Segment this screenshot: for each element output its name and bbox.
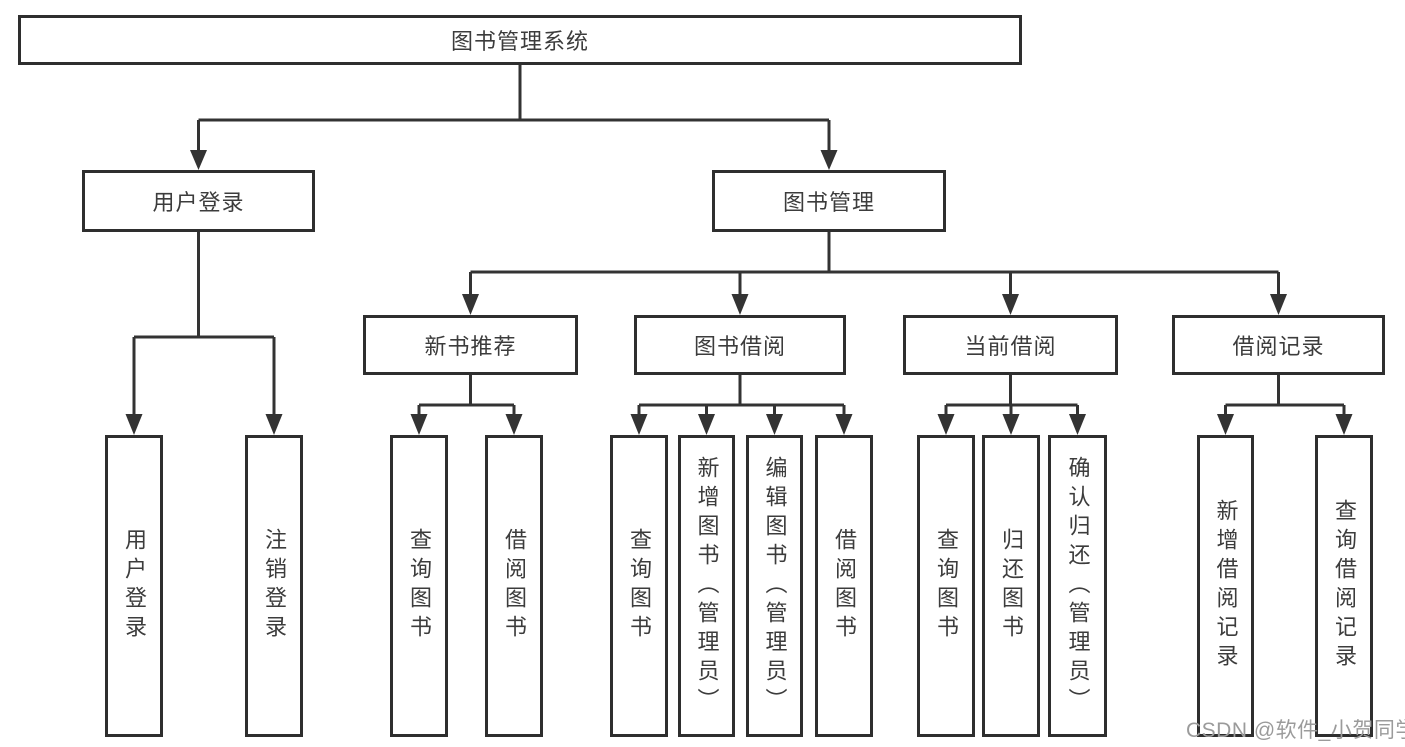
node-book-borrowing: 图书借阅: [634, 315, 846, 375]
leaf-edit-books-admin: 编辑图书（管理员）: [746, 435, 803, 737]
leaf-borrow-books-label: 借阅图书: [832, 528, 857, 644]
leaf-logout: 注销登录: [245, 435, 303, 737]
leaf-query-books-recommend: 查询图书: [390, 435, 448, 737]
leaf-query-books-borrow-label: 查询图书: [627, 528, 652, 644]
leaf-logout-label: 注销登录: [262, 528, 287, 644]
leaf-query-borrow-record-label: 查询借阅记录: [1332, 499, 1357, 673]
node-current-borrowing: 当前借阅: [903, 315, 1118, 375]
arrowheads: [125, 150, 1353, 435]
leaf-query-books-recommend-label: 查询图书: [407, 528, 432, 644]
leaf-user-login: 用户登录: [105, 435, 163, 737]
node-new-book-recommendation: 新书推荐: [363, 315, 578, 375]
leaf-borrow-books-recommend-label: 借阅图书: [502, 528, 527, 644]
leaf-query-books-current: 查询图书: [917, 435, 975, 737]
node-root-library-system: 图书管理系统: [18, 15, 1022, 65]
node-user-login: 用户登录: [82, 170, 315, 232]
leaf-return-books: 归还图书: [982, 435, 1040, 737]
leaf-add-books-admin-label: 新增图书（管理员）: [694, 455, 720, 717]
leaf-borrow-books: 借阅图书: [815, 435, 873, 737]
leaf-query-books-borrow: 查询图书: [610, 435, 668, 737]
node-book-management: 图书管理: [712, 170, 946, 232]
leaf-query-books-current-label: 查询图书: [934, 528, 959, 644]
leaf-confirm-return-admin-label: 确认归还（管理员）: [1065, 455, 1091, 717]
leaf-add-books-admin: 新增图书（管理员）: [678, 435, 735, 737]
node-borrowing-records: 借阅记录: [1172, 315, 1385, 375]
leaf-confirm-return-admin: 确认归还（管理员）: [1048, 435, 1107, 737]
leaf-user-login-label: 用户登录: [122, 528, 147, 644]
leaf-borrow-books-recommend: 借阅图书: [485, 435, 543, 737]
leaf-query-borrow-record: 查询借阅记录: [1315, 435, 1373, 737]
leaf-return-books-label: 归还图书: [999, 528, 1024, 644]
leaf-add-borrow-record-label: 新增借阅记录: [1213, 499, 1239, 673]
csdn-watermark: CSDN @软件_小贺同学: [1186, 719, 1405, 742]
leaf-add-borrow-record: 新增借阅记录: [1197, 435, 1254, 737]
leaf-edit-books-admin-label: 编辑图书（管理员）: [762, 455, 788, 717]
